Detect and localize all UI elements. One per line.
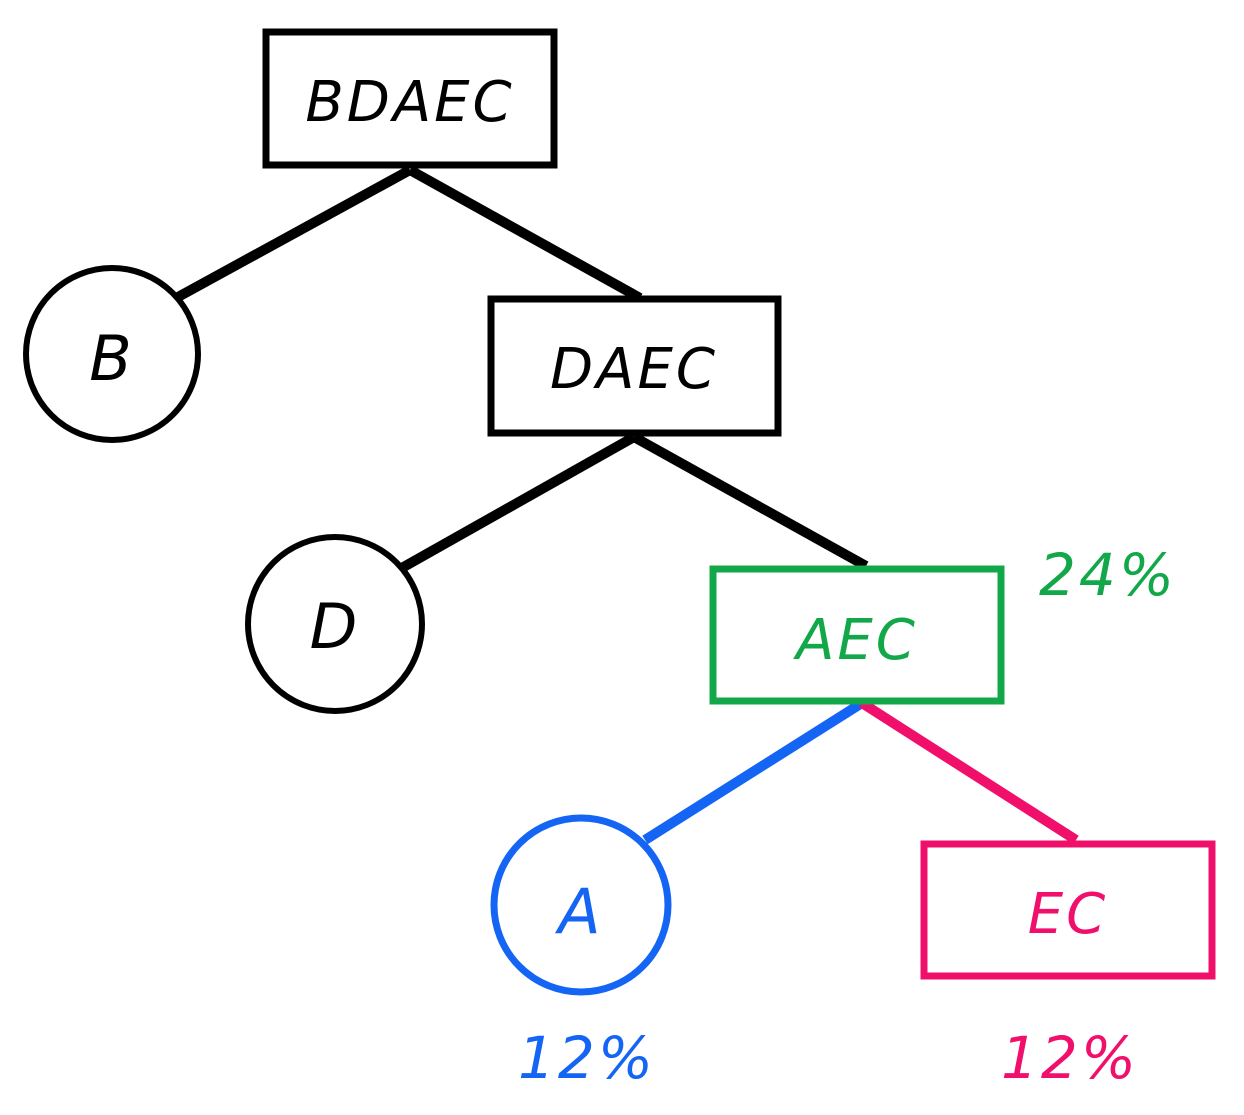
edges xyxy=(175,165,1079,845)
aec-percent-annotation: 24% xyxy=(1039,541,1177,609)
a-percent-annotation: 12% xyxy=(518,1024,656,1092)
edge-bdaec-to-daec xyxy=(407,165,643,303)
node-daec-label: DAEC xyxy=(550,337,718,402)
node-bdaec-label: BDAEC xyxy=(305,70,514,135)
node-ec: EC xyxy=(920,840,1216,980)
node-a: A xyxy=(490,814,672,996)
node-b: B xyxy=(23,265,201,443)
ec-percent-annotation: 12% xyxy=(1001,1024,1139,1092)
edge-aec-to-a xyxy=(642,698,865,845)
edge-daec-to-aec xyxy=(631,432,869,571)
node-b-label: B xyxy=(89,322,135,395)
node-a-label: A xyxy=(554,875,603,948)
node-d-label: D xyxy=(310,590,361,663)
node-d: D xyxy=(245,534,425,714)
node-ec-label: EC xyxy=(1028,882,1108,947)
edge-aec-to-ec xyxy=(859,698,1079,845)
node-daec: DAEC xyxy=(487,295,782,437)
edge-bdaec-to-b xyxy=(175,165,413,302)
node-bdaec: BDAEC xyxy=(262,28,558,169)
node-aec-label: AEC xyxy=(793,608,918,673)
edge-daec-to-d xyxy=(397,432,637,574)
node-aec: AEC xyxy=(709,565,1005,705)
